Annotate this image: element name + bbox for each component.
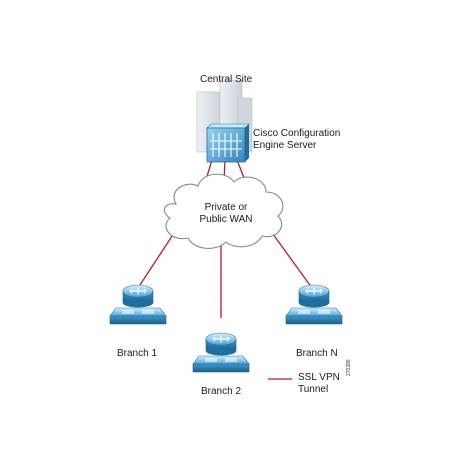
vpn-links	[137, 159, 313, 318]
wan-cloud-icon	[163, 173, 284, 249]
figure-id: 270286	[346, 359, 352, 376]
link-wan-to-branch-n	[269, 229, 313, 289]
wan-label: Private or Public WAN	[199, 202, 253, 225]
server-label: Cisco Configuration Engine Server	[253, 128, 341, 151]
branch-1-device-icon	[109, 284, 167, 325]
branch-n-label: Branch N	[296, 348, 338, 359]
branch-2-device-icon	[192, 332, 250, 373]
branch-2-label: Branch 2	[201, 386, 242, 397]
branch-n-device-icon	[285, 284, 343, 325]
central-site-label: Central Site	[200, 74, 253, 85]
legend-label: SSL VPN Tunnel	[298, 372, 340, 395]
configuration-engine-server-icon	[206, 123, 250, 163]
branch-1-label: Branch 1	[117, 348, 158, 359]
link-wan-to-branch-1	[137, 229, 177, 289]
